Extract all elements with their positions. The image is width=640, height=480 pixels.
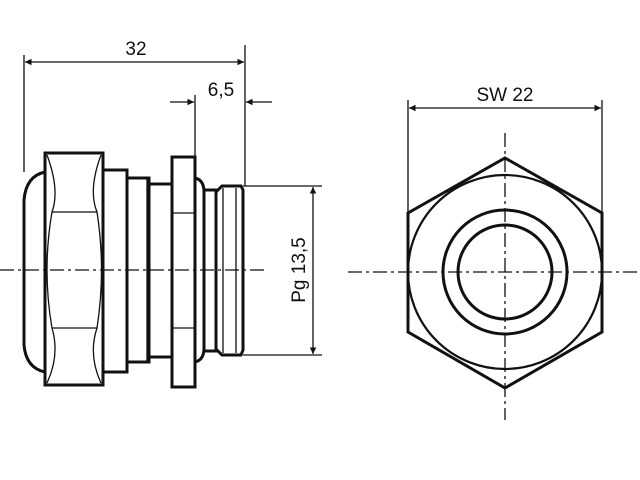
thread-length-label: 6,5 bbox=[208, 80, 234, 101]
front-view: SW 22 bbox=[348, 85, 640, 420]
dimension-pg: Pg 13,5 bbox=[243, 185, 322, 356]
dome-cap bbox=[22, 170, 46, 374]
thread-size-label: Pg 13,5 bbox=[289, 237, 310, 303]
thread bbox=[202, 184, 245, 357]
overall-length-label: 32 bbox=[125, 39, 146, 60]
hex-nut bbox=[43, 151, 105, 387]
wrench-size-label: SW 22 bbox=[476, 85, 533, 106]
dimension-sw22: SW 22 bbox=[407, 85, 603, 213]
dimension-32: 32 bbox=[23, 39, 246, 186]
dimension-6-5: 6,5 bbox=[170, 80, 272, 157]
sealing-ring bbox=[101, 168, 129, 374]
side-view: 32 6,5 Pg 13,5 bbox=[0, 39, 322, 389]
flange bbox=[170, 155, 197, 389]
